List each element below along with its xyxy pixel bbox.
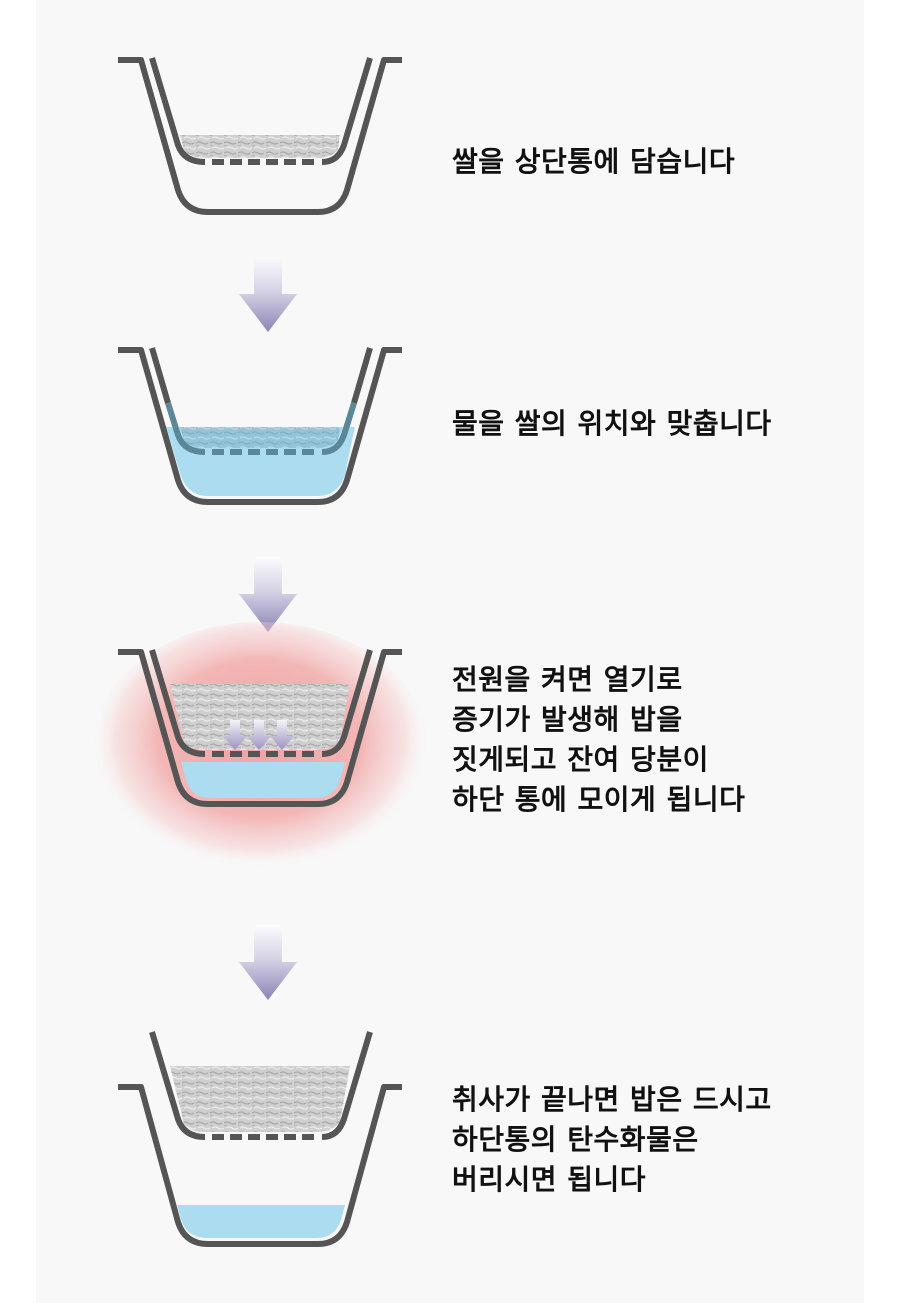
caption-line: 물을 쌀의 위치와 맞춥니다 xyxy=(452,407,772,440)
step-1-caption: 쌀을 상단통에 담습니다 xyxy=(452,142,735,182)
step-3-pot xyxy=(118,649,402,807)
outer-pot xyxy=(118,347,402,505)
rice-fill xyxy=(180,135,340,158)
caption-line: 증기가 발생해 밥을 xyxy=(452,703,683,736)
outer-pot xyxy=(118,649,402,807)
caption-line: 짓게되고 잔여 당분이 xyxy=(452,743,709,776)
step-2-caption: 물을 쌀의 위치와 맞춥니다 xyxy=(452,404,772,444)
caption-line: 하단 통에 모이게 됩니다 xyxy=(452,783,746,816)
caption-line: 쌀을 상단통에 담습니다 xyxy=(452,145,736,178)
caption-line: 전원을 켜면 열기로 xyxy=(452,663,683,696)
step-4-caption: 취사가 끝나면 밥은 드시고 하단통의 탄수화물은 버리시면 됩니다 xyxy=(452,1080,772,1200)
step-3-caption: 전원을 켜면 열기로 증기가 발생해 밥을 짓게되고 잔여 당분이 하단 통에 … xyxy=(452,660,745,820)
rice-fill xyxy=(170,684,350,750)
steam-arrow-icon xyxy=(223,720,247,750)
step-2-pot xyxy=(118,347,402,505)
inner-basket-right xyxy=(321,57,373,165)
steam-arrow-icon xyxy=(270,720,294,750)
inner-basket-right xyxy=(321,1031,373,1140)
inner-basket-right xyxy=(321,649,373,757)
inner-basket-left xyxy=(149,57,206,165)
step-1-pot xyxy=(118,57,402,215)
arrow-down-icon xyxy=(239,257,297,332)
steam-arrow-icon xyxy=(247,720,271,750)
water-fill xyxy=(177,1205,345,1238)
inner-basket-right xyxy=(321,402,357,455)
arrow-down-icon xyxy=(239,557,297,632)
inner-basket-left xyxy=(165,402,206,455)
rice-fill xyxy=(170,1066,350,1132)
caption-line: 버리시면 됩니다 xyxy=(452,1163,647,1196)
outer-pot xyxy=(118,57,402,215)
inner-basket-left xyxy=(149,649,206,757)
step-4-pot xyxy=(118,1031,402,1247)
water-fill xyxy=(181,762,345,798)
inner-basket-left xyxy=(149,1031,206,1140)
caption-line: 하단통의 탄수화물은 xyxy=(452,1123,699,1156)
caption-line: 취사가 끝나면 밥은 드시고 xyxy=(452,1083,772,1116)
outer-pot xyxy=(118,1084,402,1247)
arrow-down-icon xyxy=(239,925,297,1000)
rice-fill xyxy=(180,427,340,448)
